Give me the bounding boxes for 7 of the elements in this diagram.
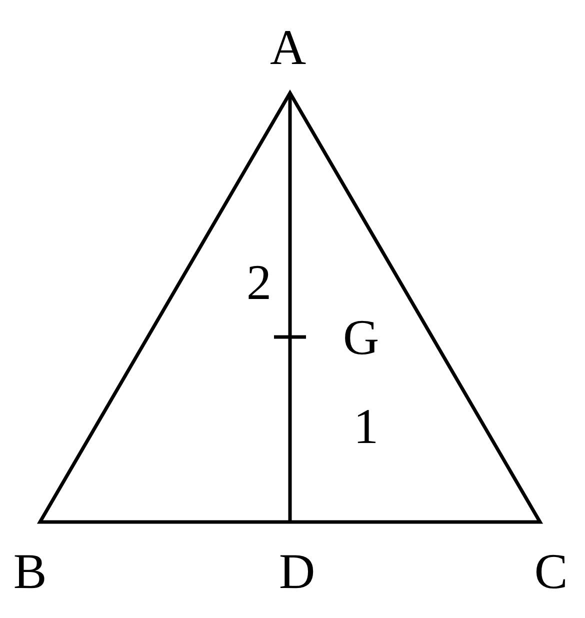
point-label: A <box>270 22 306 72</box>
point-label: 2 <box>246 257 272 307</box>
point-label: D <box>278 546 316 596</box>
point-label: B <box>13 546 47 596</box>
point-label: C <box>534 546 568 596</box>
point-label: G <box>342 312 380 362</box>
point-label: 1 <box>354 401 378 451</box>
